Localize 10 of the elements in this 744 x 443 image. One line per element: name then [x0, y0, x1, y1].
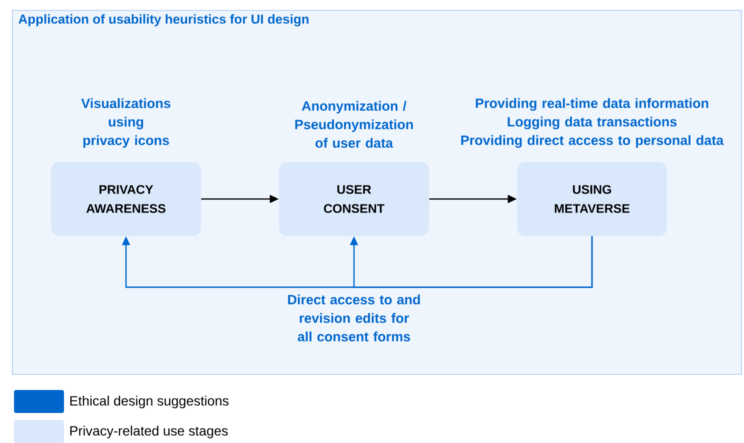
edge-label: Direct access to and revision edits for all consent forms	[288, 294, 420, 342]
arrow	[350, 236, 593, 288]
suggestion-text: Providing real-time data information Logging data transactions Providing direct access to personal data	[461, 98, 724, 148]
suggestion-text: Anonymization / Pseudonymization of user data	[295, 100, 413, 148]
stage-box: PRIVACY AWARENESS	[51, 162, 201, 236]
legend-text: Ethical design suggestions	[70, 396, 229, 408]
stage-box: USER CONSENT	[279, 162, 429, 236]
legend-text: Privacy-related use stages	[70, 426, 228, 438]
stage-box: USING METAVERSE	[517, 162, 667, 236]
suggestion-text: Visualizations using privacy icons	[81, 98, 170, 148]
